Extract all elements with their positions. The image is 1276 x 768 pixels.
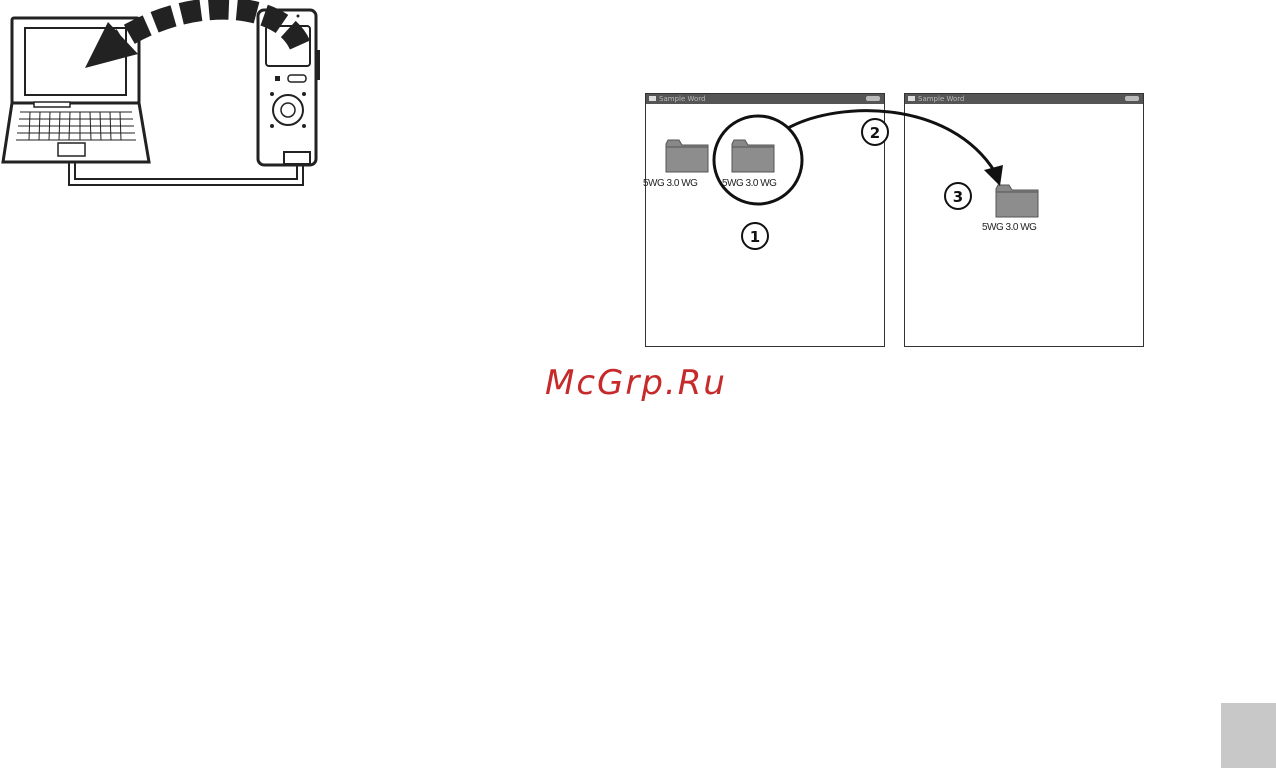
watermark-text: McGrp.Ru <box>545 363 727 403</box>
source-window: Sample Word 5WG 3.0 WG 5WG 3.0 WG <box>645 93 885 347</box>
window-title: Sample Word <box>918 94 964 104</box>
destination-window: Sample Word 5WG 3.0 WG <box>904 93 1144 347</box>
folder-icon <box>649 96 656 101</box>
folder-label: 5WG 3.0 WG <box>982 222 1036 233</box>
folder-label: 5WG 3.0 WG <box>643 178 697 189</box>
laptop-icon <box>3 18 149 162</box>
window-titlebar: Sample Word <box>905 94 1143 104</box>
folder-icon[interactable] <box>731 139 775 173</box>
device-transfer-illustration <box>0 0 330 195</box>
folder-icon[interactable] <box>995 184 1039 218</box>
window-button <box>1125 96 1139 101</box>
folder-icon[interactable] <box>665 139 709 173</box>
folder-label: 5WG 3.0 WG <box>722 178 776 189</box>
folder-icon <box>908 96 915 101</box>
window-titlebar: Sample Word <box>646 94 884 104</box>
window-title: Sample Word <box>659 94 705 104</box>
window-button <box>866 96 880 101</box>
page-edge-tab <box>1221 703 1276 768</box>
